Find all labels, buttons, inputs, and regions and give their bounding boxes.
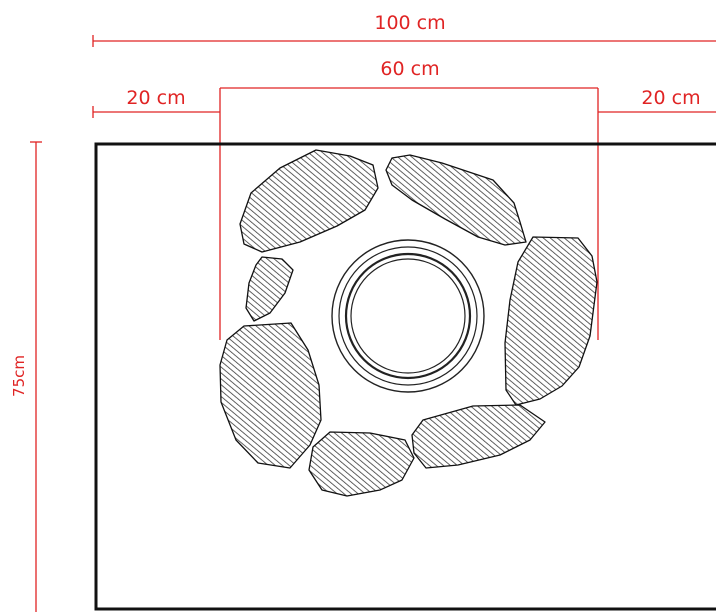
- hatched-stone-icon: [411, 404, 546, 469]
- hatched-stone-icon: [504, 236, 598, 406]
- center-width-label: 60 cm: [380, 58, 439, 80]
- dimension-lines: [30, 35, 716, 612]
- fire-bowl-rim-outer: [338, 246, 478, 386]
- right-margin-label: 20 cm: [641, 87, 700, 109]
- area-outline: [94, 142, 716, 611]
- fire-bowl-outer-ring: [331, 239, 485, 393]
- fire-bowl-rim-middle: [344, 252, 472, 380]
- depth-label: 75cm: [10, 355, 28, 397]
- stone-ring: [219, 149, 598, 497]
- hatched-stone-icon: [308, 431, 415, 497]
- hatched-stone-icon: [239, 149, 379, 253]
- fire-bowl-icon: [331, 239, 485, 393]
- hatched-stone-icon: [385, 154, 527, 246]
- hatched-stone-icon: [219, 322, 322, 469]
- total-width-label: 100 cm: [374, 12, 445, 34]
- fire-bowl-rim-inner: [350, 258, 466, 374]
- hatched-stone-icon: [245, 256, 294, 322]
- left-margin-label: 20 cm: [126, 87, 185, 109]
